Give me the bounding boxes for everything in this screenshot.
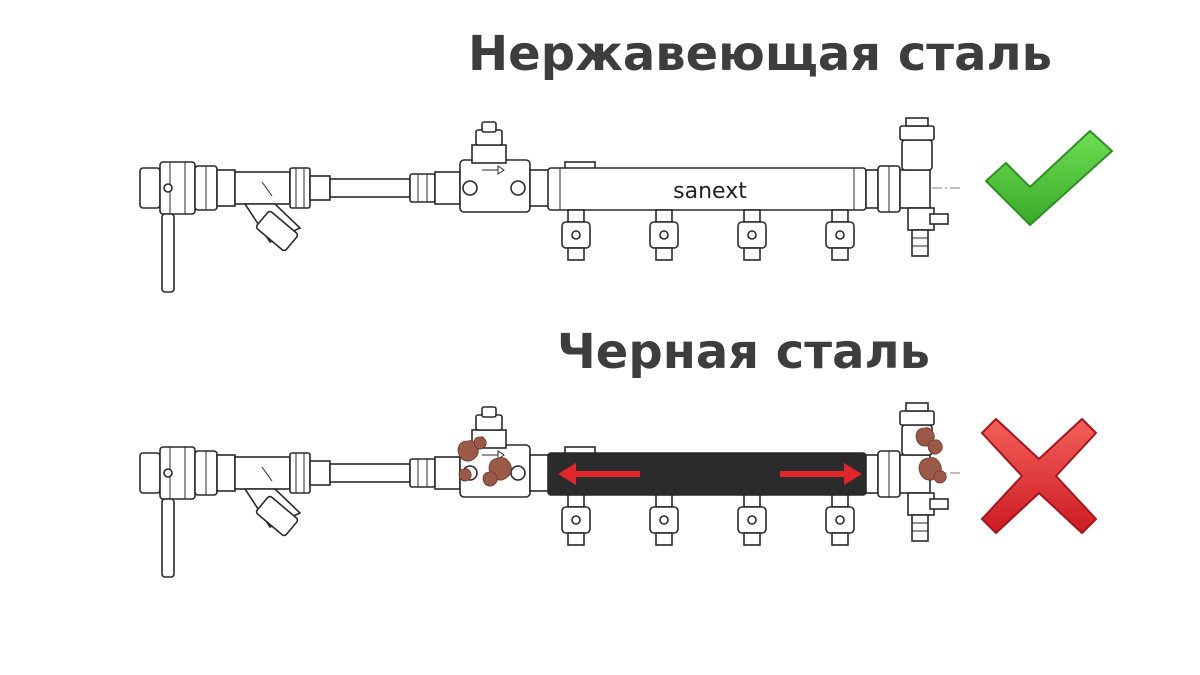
ball-valve xyxy=(139,446,236,578)
outlet-valve xyxy=(561,209,591,261)
rust-spot xyxy=(933,470,947,484)
manifold-diagram-stainless: sanext xyxy=(139,117,960,293)
corrosion-spots xyxy=(457,427,947,487)
ball-valve xyxy=(139,161,236,293)
arrow-left-icon xyxy=(558,463,640,485)
manifold-diagram-black-steel xyxy=(139,402,960,578)
arrow-right-icon xyxy=(780,463,862,485)
connecting-pipe xyxy=(309,173,436,203)
y-strainer xyxy=(234,167,311,252)
outlet-valve xyxy=(649,494,679,546)
outlet-valve xyxy=(561,494,591,546)
title-black-steel: Черная сталь xyxy=(557,324,930,380)
manifold-assembly xyxy=(139,402,960,578)
cross-icon xyxy=(981,418,1097,534)
manifold-brand-label: sanext xyxy=(673,179,747,204)
manifold-assembly: sanext xyxy=(139,117,960,293)
manifold-body: sanext xyxy=(547,161,867,211)
end-cap-air-vent xyxy=(865,117,949,257)
connecting-pipe xyxy=(309,458,436,488)
outlet-valve xyxy=(825,494,855,546)
outlet-valves xyxy=(561,494,855,546)
thermal-expansion-arrows xyxy=(558,463,862,485)
outlet-valve xyxy=(737,209,767,261)
check-valve xyxy=(434,121,551,213)
checkmark-icon xyxy=(985,130,1113,226)
rust-spot xyxy=(458,468,472,482)
y-strainer xyxy=(234,452,311,537)
outlet-valve xyxy=(737,494,767,546)
rust-spot xyxy=(473,436,487,450)
rust-spot xyxy=(927,439,943,455)
outlet-valve xyxy=(649,209,679,261)
rust-spot xyxy=(482,471,498,487)
manifold-body xyxy=(547,446,867,496)
outlet-valves xyxy=(561,209,855,261)
outlet-valve xyxy=(825,209,855,261)
title-stainless-steel: Нержавеющая сталь xyxy=(468,26,1052,82)
